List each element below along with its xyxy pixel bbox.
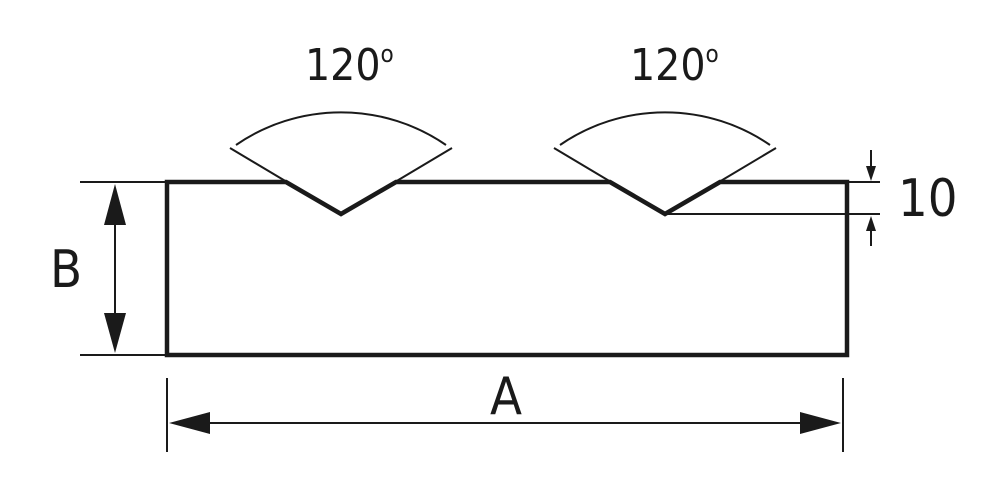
width-dimension-label: A bbox=[490, 367, 522, 427]
angle-label-groove-1: 120o bbox=[305, 40, 394, 91]
angle-label-groove-2: 120o bbox=[630, 40, 719, 91]
height-dimension bbox=[80, 181, 167, 356]
height-dimension-label: B bbox=[50, 240, 82, 300]
angle-indicator-groove-1 bbox=[229, 111, 453, 183]
width-dimension bbox=[166, 378, 844, 452]
profile-outline bbox=[164, 179, 850, 358]
depth-dimension-label: 10 bbox=[898, 169, 958, 229]
angle-indicator-groove-2 bbox=[553, 111, 777, 183]
depth-dimension bbox=[665, 150, 880, 246]
